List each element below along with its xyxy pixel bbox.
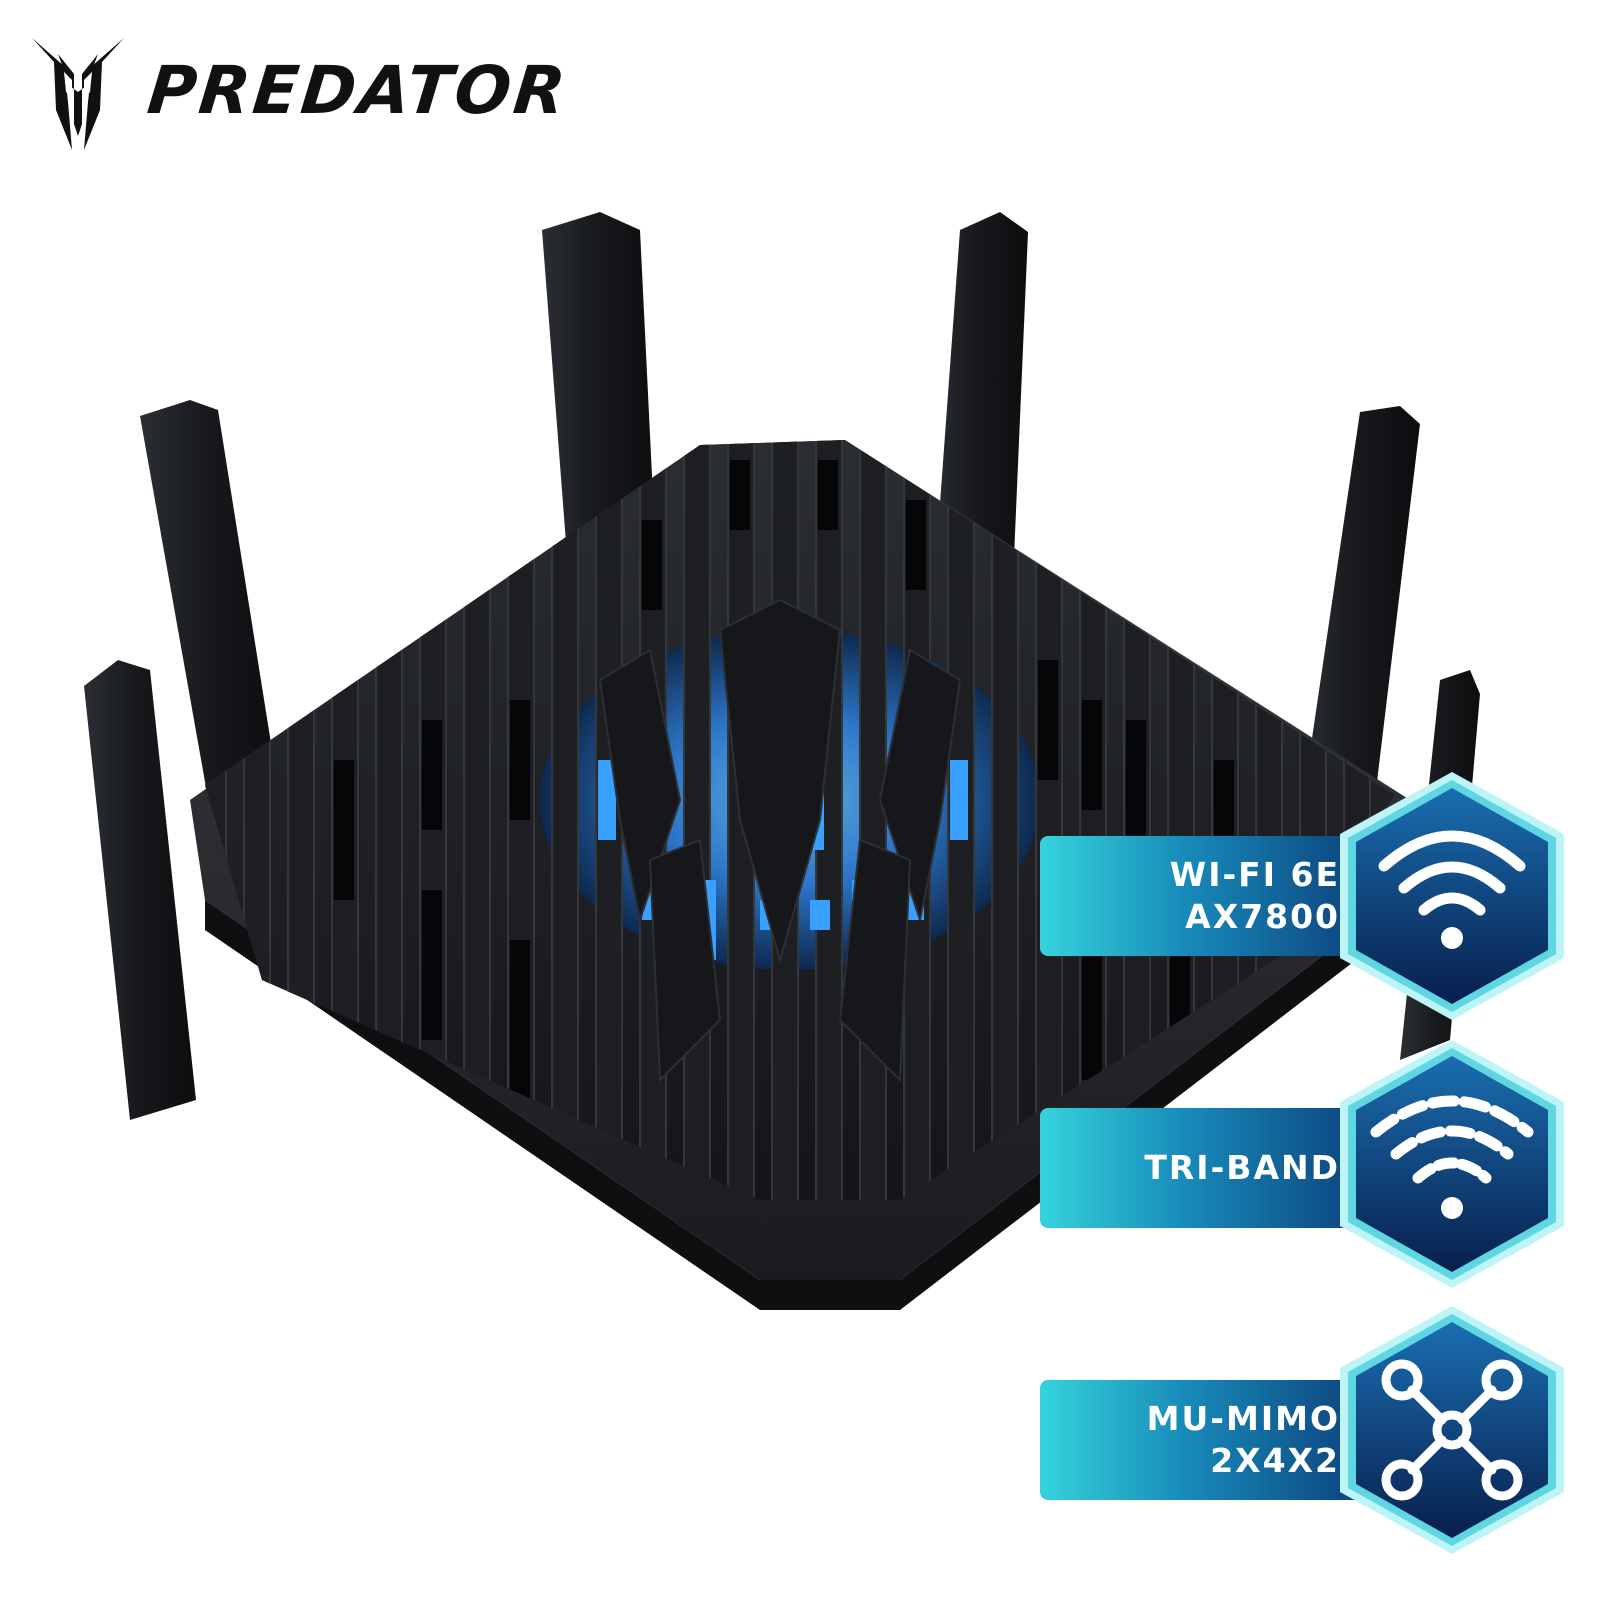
antenna-front-left <box>84 660 196 1120</box>
network-nodes-icon <box>1340 1306 1564 1554</box>
predator-claw-icon <box>32 38 124 150</box>
feature-badge-triband: TRI-BAND <box>1040 1034 1570 1294</box>
brand-wordmark: PREDATOR <box>144 52 572 129</box>
feature-badge-mumimo: MU-MIMO 2X4X2 <box>1040 1300 1570 1560</box>
wifi-icon <box>1340 772 1564 1020</box>
feature-label: WI-FI 6E AX7800 <box>1040 836 1370 956</box>
brand-header: PREDATOR <box>28 32 572 150</box>
feature-label-line: WI-FI 6E <box>1169 855 1340 894</box>
wifi-triband-icon <box>1340 1040 1564 1288</box>
feature-label-line: AX7800 <box>1185 897 1340 936</box>
feature-label-line: MU-MIMO <box>1146 1399 1340 1438</box>
feature-badge-wifi6e: WI-FI 6E AX7800 <box>1040 766 1570 1026</box>
antenna-mid-right <box>1300 406 1420 840</box>
feature-label: TRI-BAND <box>1040 1108 1370 1228</box>
feature-label: MU-MIMO 2X4X2 <box>1040 1380 1370 1500</box>
feature-label-line: TRI-BAND <box>1144 1148 1340 1187</box>
antenna-mid-left <box>140 400 280 810</box>
router-illustration <box>84 212 1480 1310</box>
feature-label-line: 2X4X2 <box>1210 1441 1340 1480</box>
